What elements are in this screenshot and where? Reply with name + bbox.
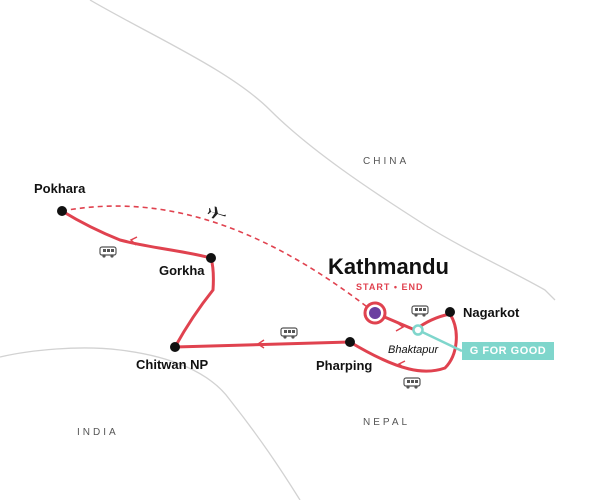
- dot-pharping: [345, 337, 355, 347]
- badge-connector: [417, 328, 463, 353]
- dot-pokhara: [57, 206, 67, 216]
- border-nepal-india: [0, 347, 301, 500]
- bus-icon: [99, 246, 117, 258]
- country-label-china: CHINA: [363, 156, 410, 167]
- border-china-nepal: [89, 0, 556, 301]
- hub-marker: [363, 301, 387, 325]
- place-label-nagarkot: Nagarkot: [463, 305, 520, 320]
- route-line-bus: [60, 209, 458, 373]
- dot-nagarkot: [445, 307, 455, 317]
- hub-title: Kathmandu: [328, 254, 449, 279]
- bus-icon: [280, 327, 298, 339]
- place-label-pokhara: Pokhara: [34, 181, 86, 196]
- place-label-gorkha: Gorkha: [159, 263, 205, 278]
- place-label-pharping: Pharping: [316, 358, 373, 373]
- country-label-india: INDIA: [77, 427, 119, 438]
- route-line-flight: [61, 205, 376, 314]
- plane-icon: [207, 206, 226, 219]
- dot-bhaktapur: [412, 324, 424, 336]
- country-label-nepal: NEPAL: [363, 417, 411, 428]
- dot-gorkha: [206, 253, 216, 263]
- dot-chitwan: [170, 342, 180, 352]
- place-label-bhaktapur: Bhaktapur: [388, 344, 439, 356]
- bus-icon: [411, 305, 429, 317]
- bus-icon: [403, 377, 421, 389]
- place-label-chitwan: Chitwan NP: [136, 357, 209, 372]
- start-end-label: START • END: [356, 282, 424, 292]
- g-for-good-badge: G FOR GOOD: [462, 342, 554, 360]
- arrow-icon: [129, 236, 406, 369]
